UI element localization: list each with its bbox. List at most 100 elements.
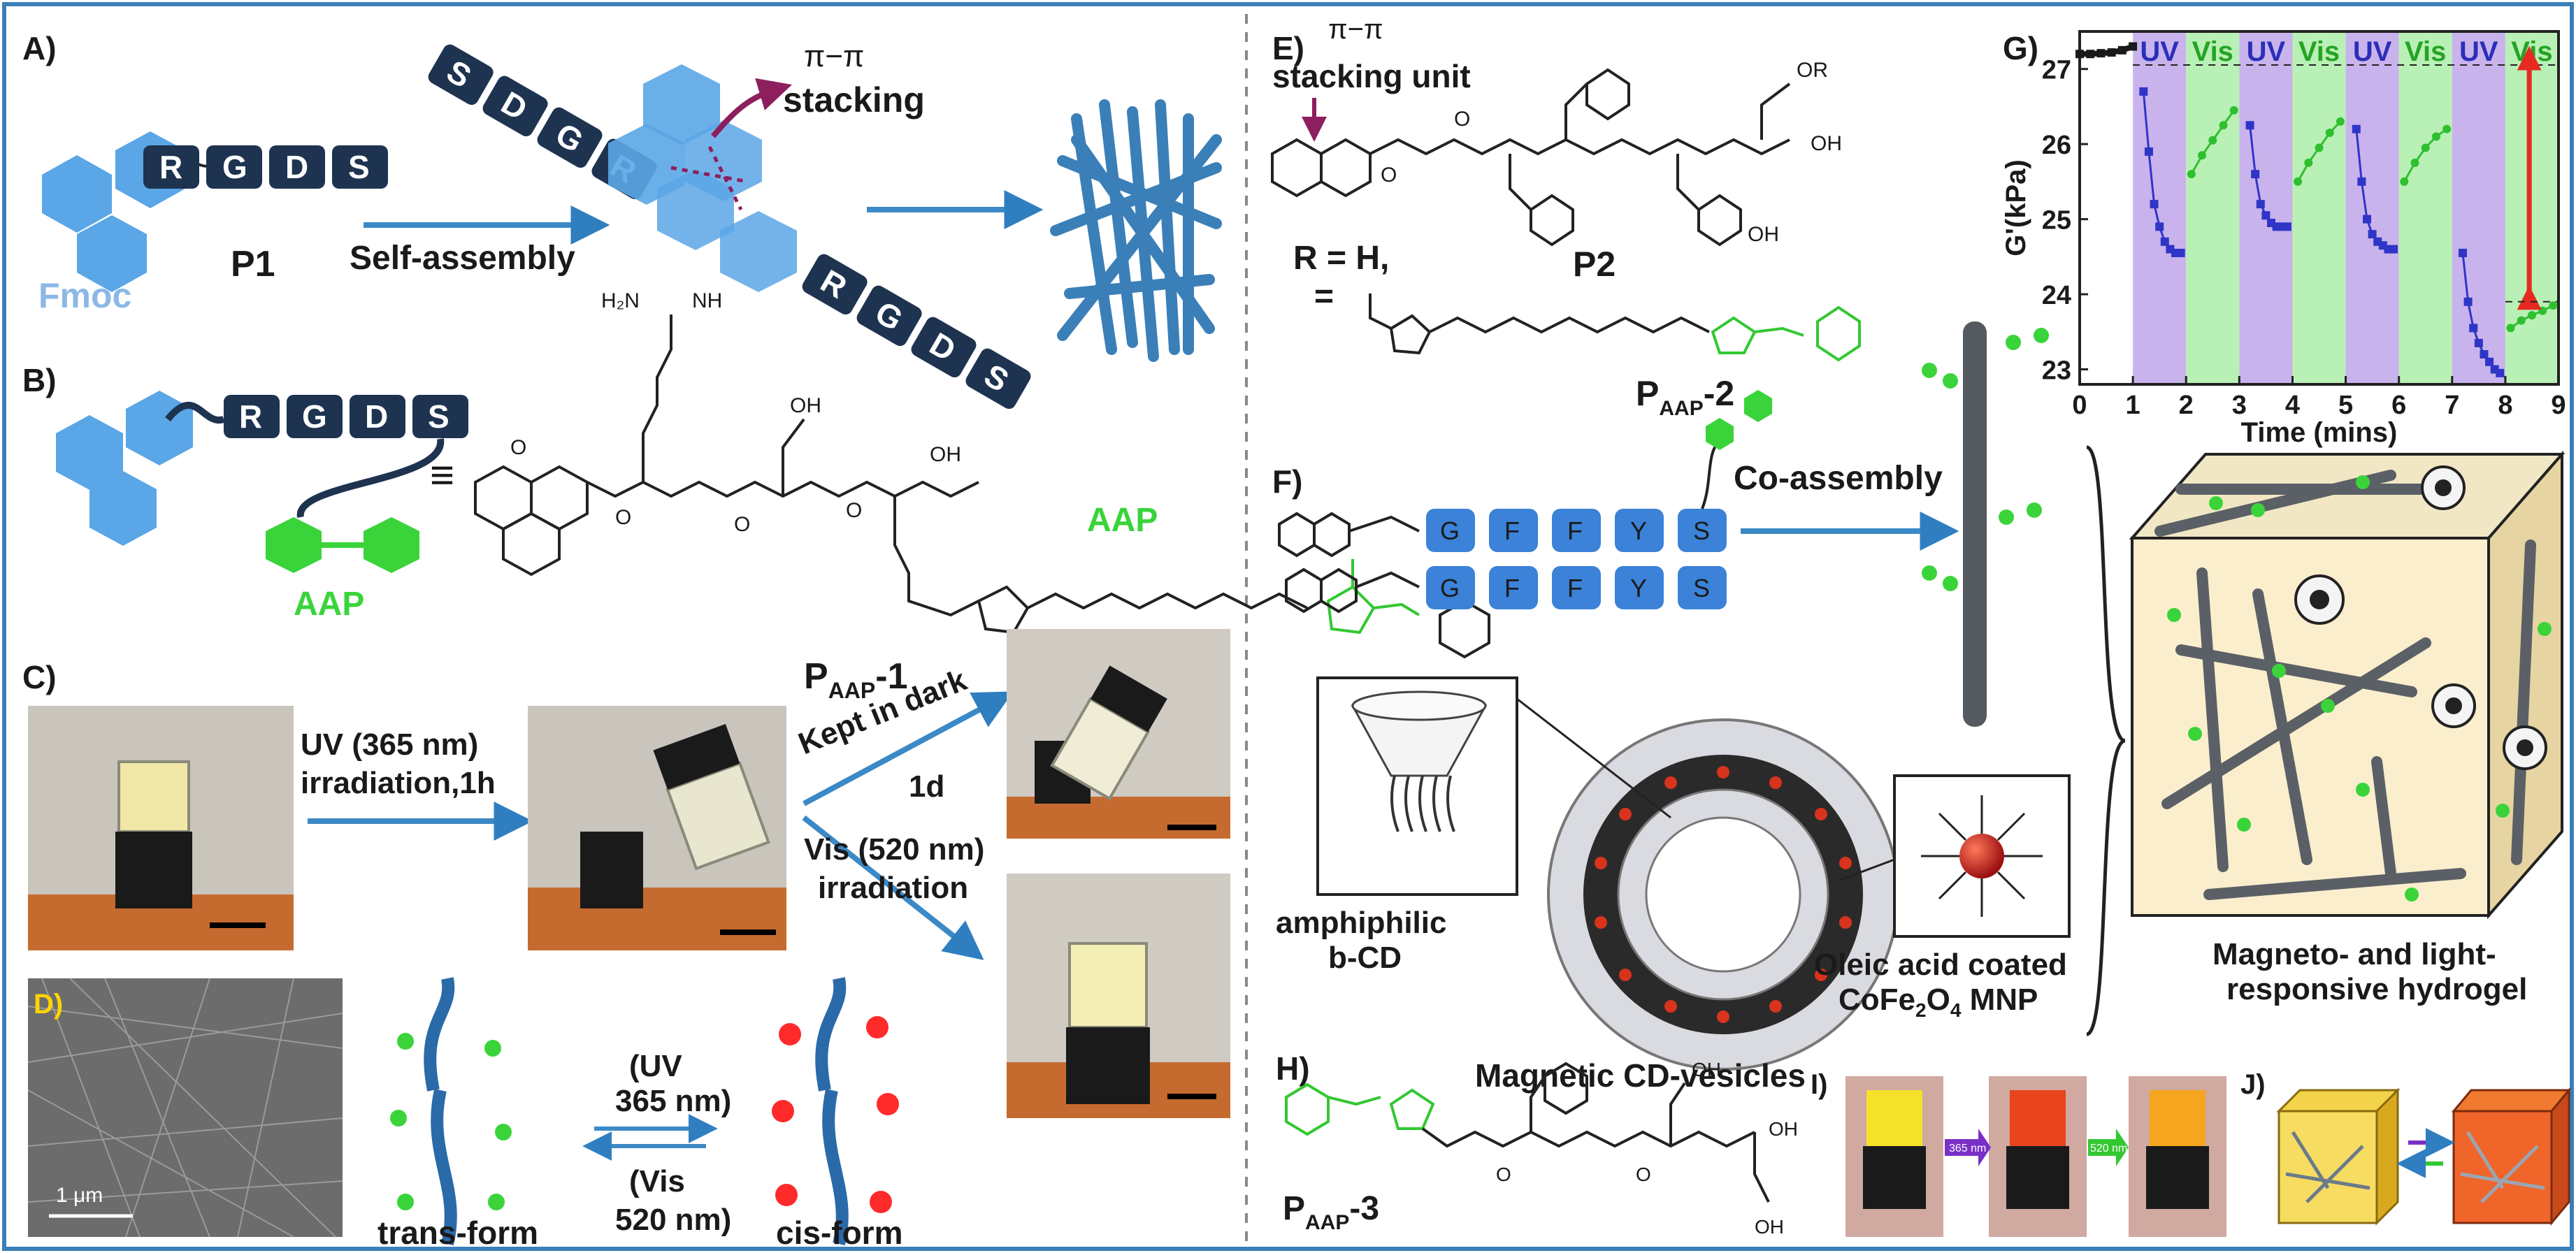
svg-text:O: O xyxy=(734,513,750,536)
uv-irradiation-2: irradiation,1h xyxy=(301,766,496,800)
photo-vial-2 xyxy=(528,706,786,950)
label-G: G) xyxy=(2003,30,2038,66)
y-tick-label-2: 25 xyxy=(2042,206,2071,236)
svg-text:G: G xyxy=(1440,574,1460,602)
cube-photos-J xyxy=(2276,1087,2572,1226)
series-0-point-1 xyxy=(2086,50,2095,59)
compound-P2: P2 xyxy=(1573,245,1616,284)
series-6-point-2 xyxy=(2421,143,2430,152)
peptide-rgds-B: R G D S xyxy=(224,395,468,438)
peptide-row-1: G F F Y S xyxy=(1278,390,1772,558)
cd-vesicle xyxy=(1547,718,1899,1071)
series-0-point-5 xyxy=(2129,42,2138,51)
compound-PAAP-3: PAAP-3 xyxy=(1283,1190,1379,1234)
photo-vial-1 xyxy=(28,706,294,950)
band-label-3: Vis xyxy=(2298,36,2340,67)
svg-text:O: O xyxy=(846,499,862,522)
svg-text:OH: OH xyxy=(1692,1059,1721,1080)
trans-fiber xyxy=(390,977,512,1246)
label-B: B) xyxy=(22,362,57,398)
series-1-point-7 xyxy=(2176,248,2185,257)
band-3 xyxy=(2292,31,2346,384)
x-tick-label-4: 4 xyxy=(2285,391,2300,420)
amphiphilic-line1: amphiphilic xyxy=(1276,906,1446,940)
svg-text:R: R xyxy=(159,149,182,185)
equiv-symbol: ≡ xyxy=(430,451,454,498)
svg-text:G: G xyxy=(1440,516,1460,545)
stacking-label: stacking xyxy=(783,80,925,119)
series-4-point-2 xyxy=(2315,143,2324,152)
x-axis-label: Time (mins) xyxy=(2241,417,2398,448)
series-1-point-3 xyxy=(2155,222,2164,231)
svg-text:S: S xyxy=(1693,516,1710,545)
series-5-point-2 xyxy=(2363,215,2371,224)
label-I: I) xyxy=(1811,1069,1827,1100)
series-3-point-2 xyxy=(2256,200,2265,209)
label-H: H) xyxy=(1276,1050,1310,1087)
cis-fiber xyxy=(772,977,899,1246)
series-8-point-4 xyxy=(2549,301,2558,310)
svg-text:S: S xyxy=(348,149,370,185)
fmoc-label: Fmoc xyxy=(38,276,131,315)
vis-irradiation-2: irradiation xyxy=(818,871,968,905)
label-F: F) xyxy=(1272,463,1302,500)
series-8-point-1 xyxy=(2517,316,2526,325)
svg-text:O: O xyxy=(1636,1164,1651,1185)
svg-text:OH: OH xyxy=(1769,1118,1798,1140)
aap-label-B: AAP xyxy=(294,586,364,623)
band-1 xyxy=(2186,31,2240,384)
band-6 xyxy=(2452,31,2505,384)
band-label-6: UV xyxy=(2459,36,2498,67)
r-equals: = xyxy=(1314,278,1334,315)
arrow-vis xyxy=(802,815,984,960)
peptide-row-2: G F F Y S xyxy=(1285,566,1727,614)
uv-irradiation-1: UV (365 nm) xyxy=(301,727,478,762)
series-1-point-0 xyxy=(2139,87,2148,96)
svg-text:F: F xyxy=(1504,516,1520,545)
svg-text:OH: OH xyxy=(1748,223,1779,246)
series-6-point-0 xyxy=(2400,177,2409,186)
plot-frame xyxy=(2078,30,2560,386)
arrow-dark xyxy=(803,691,1014,806)
cis-form-label: cis-form xyxy=(776,1215,902,1251)
hydrogel-line1: Magneto- and light- xyxy=(2212,937,2496,971)
series-4-point-3 xyxy=(2325,129,2334,138)
series-5-point-7 xyxy=(2389,245,2398,254)
photo-vial-4 xyxy=(1007,874,1230,1118)
band-5 xyxy=(2398,31,2452,384)
series-6-point-1 xyxy=(2410,159,2419,168)
sem-image xyxy=(27,978,343,1238)
i-arrow2: 520 nm xyxy=(2090,1143,2127,1154)
series-8-point-2 xyxy=(2527,311,2536,320)
series-4-point-0 xyxy=(2294,177,2303,186)
svg-text:F: F xyxy=(1504,574,1520,602)
svg-text:R: R xyxy=(239,398,262,435)
series-3-point-7 xyxy=(2282,222,2291,231)
mnp-inset xyxy=(1838,774,2071,938)
series-6-point-4 xyxy=(2442,124,2452,133)
svg-text:F: F xyxy=(1567,574,1583,602)
stacked-dimer: SD GR RG DS xyxy=(428,44,1031,410)
band-label-1: Vis xyxy=(2192,36,2233,67)
series-7-point-4 xyxy=(2480,350,2489,359)
series-2-point-4 xyxy=(2229,106,2238,115)
brace xyxy=(2085,445,2126,1036)
series-3-point-0 xyxy=(2245,121,2254,130)
svg-text:Y: Y xyxy=(1630,516,1647,545)
svg-text:S: S xyxy=(1693,574,1710,602)
svg-text:G: G xyxy=(302,398,327,435)
x-tick-label-7: 7 xyxy=(2445,391,2459,420)
photo-vial-3 xyxy=(1007,629,1230,839)
compound-PAAP-2: PAAP-2 xyxy=(1636,374,1734,420)
x-tick-label-0: 0 xyxy=(2072,391,2087,420)
y-tick-label-3: 26 xyxy=(2042,131,2071,160)
series-5-point-1 xyxy=(2357,177,2366,186)
series-3-point-1 xyxy=(2251,170,2260,179)
svg-text:OH: OH xyxy=(1811,132,1842,155)
svg-text:G: G xyxy=(222,149,247,185)
e-stacking-unit: stacking unit xyxy=(1272,58,1471,94)
y-tick-label-0: 23 xyxy=(2042,356,2071,386)
amphiphilic-line2: b-CD xyxy=(1328,941,1402,975)
svg-text:Y: Y xyxy=(1630,574,1647,602)
